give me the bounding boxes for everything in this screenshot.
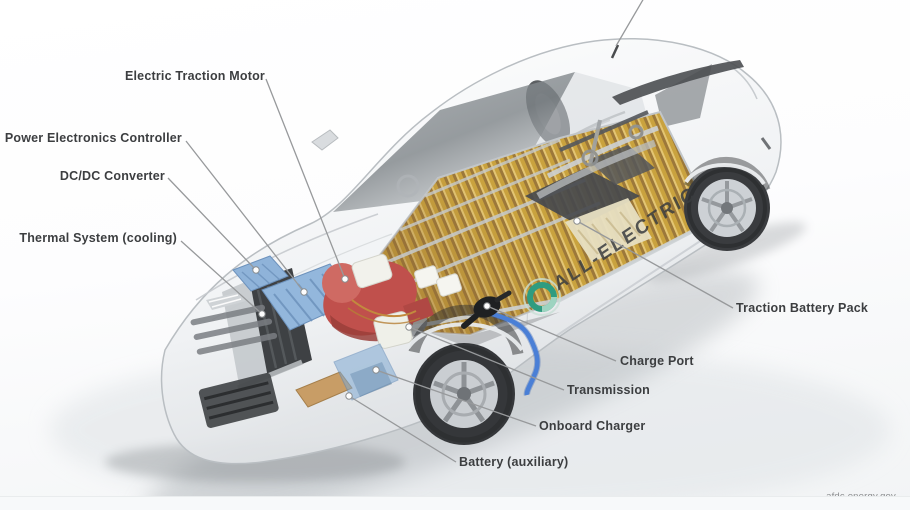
label-transmission: Transmission bbox=[567, 383, 650, 397]
leader-line-electric-traction-motor bbox=[265, 78, 346, 280]
side-mirror bbox=[311, 129, 339, 151]
leader-line-cropped-top bbox=[615, 0, 644, 47]
leader-dots bbox=[252, 217, 581, 400]
leader-line-traction-battery-pack bbox=[576, 220, 734, 309]
dc-dc-converter-art bbox=[232, 255, 289, 292]
coolant-tanks bbox=[347, 253, 462, 349]
label-electric-traction-motor: Electric Traction Motor bbox=[124, 69, 265, 83]
leader-line-dc-dc-converter bbox=[167, 177, 257, 271]
roof-glass-sliver bbox=[612, 60, 744, 105]
leader-lines bbox=[167, 78, 734, 463]
label-charge-port: Charge Port bbox=[620, 354, 694, 368]
charging-cable bbox=[485, 309, 540, 396]
leader-line-power-electronics-controller bbox=[185, 140, 305, 293]
windshield bbox=[333, 72, 575, 212]
label-dc-dc-converter: DC/DC Converter bbox=[59, 169, 165, 183]
label-thermal-system-cooling: Thermal System (cooling) bbox=[19, 231, 177, 245]
battery-rear-cover bbox=[525, 168, 640, 226]
leader-line-battery-auxiliary bbox=[348, 395, 457, 463]
rear-suspension bbox=[536, 110, 659, 200]
tail-light bbox=[760, 137, 772, 150]
leader-line-thermal-system bbox=[180, 240, 263, 315]
onboard-charger-art bbox=[295, 343, 399, 408]
front-wheel bbox=[413, 343, 515, 445]
steering-wheel bbox=[396, 174, 420, 198]
antenna bbox=[610, 44, 620, 59]
label-traction-battery-pack: Traction Battery Pack bbox=[736, 301, 869, 315]
label-onboard-charger: Onboard Charger bbox=[539, 419, 646, 433]
label-power-electronics-controller: Power Electronics Controller bbox=[4, 131, 182, 145]
quarter-window bbox=[655, 64, 712, 127]
ev-logo-icon bbox=[523, 278, 561, 316]
leader-line-charge-port bbox=[486, 305, 617, 362]
battery-cream-cells bbox=[565, 198, 652, 262]
leader-line-transmission bbox=[408, 326, 565, 391]
leader-line-onboard-charger bbox=[375, 369, 537, 427]
label-battery-auxiliary: Battery (auxiliary) bbox=[459, 455, 569, 469]
ground-strip bbox=[0, 496, 910, 510]
front-grille bbox=[190, 292, 279, 428]
rear-wheel bbox=[684, 165, 770, 251]
